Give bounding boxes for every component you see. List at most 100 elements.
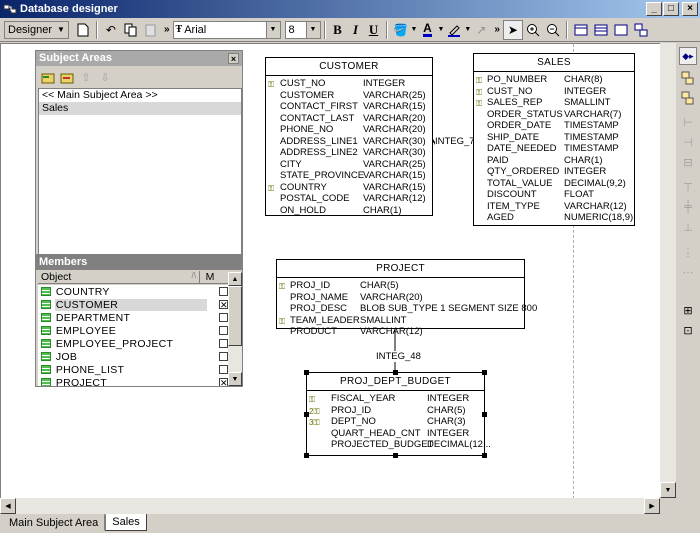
table-row[interactable]: DEPARTMENT bbox=[38, 311, 228, 324]
space-v-button[interactable]: ⋯ bbox=[679, 263, 697, 281]
copy-button[interactable] bbox=[121, 20, 141, 40]
view-mode-button-3[interactable] bbox=[611, 20, 631, 40]
member-checkbox[interactable]: ✕ bbox=[219, 378, 228, 386]
table-row[interactable]: COUNTRY bbox=[38, 285, 228, 298]
subject-areas-list[interactable]: << Main Subject Area >>Sales bbox=[38, 88, 242, 256]
member-checkbox[interactable] bbox=[219, 287, 228, 296]
table-row[interactable]: EMPLOYEE bbox=[38, 324, 228, 337]
undo-button[interactable]: ↶ bbox=[101, 20, 121, 40]
relation-label-integ-48[interactable]: INTEG_48 bbox=[376, 351, 421, 362]
font-size-select[interactable]: 8 ▼ bbox=[284, 20, 321, 39]
align-middle-button[interactable]: ╪ bbox=[679, 198, 697, 216]
toolbar-overflow-icon[interactable]: » bbox=[494, 24, 500, 35]
space-h-button[interactable]: ⋮ bbox=[679, 243, 697, 261]
align-right-button[interactable]: ⊟ bbox=[679, 153, 697, 171]
resize-handle-n[interactable] bbox=[393, 370, 398, 375]
scroll-up-button[interactable]: ▲ bbox=[228, 272, 242, 286]
member-checkbox[interactable] bbox=[219, 339, 228, 348]
minimize-button[interactable]: _ bbox=[646, 2, 662, 16]
scroll-left-button[interactable]: ◀ bbox=[0, 498, 16, 514]
align-top-button[interactable]: ⊤ bbox=[679, 178, 697, 196]
font-color-button[interactable]: A bbox=[417, 20, 437, 40]
new-document-button[interactable] bbox=[73, 20, 93, 40]
align-left-button[interactable]: ⊢ bbox=[679, 113, 697, 131]
table-row[interactable]: JOB bbox=[38, 350, 228, 363]
view-mode-button-1[interactable] bbox=[571, 20, 591, 40]
zoom-out-button[interactable] bbox=[543, 20, 563, 40]
tab-sales[interactable]: Sales bbox=[105, 514, 147, 531]
resize-handle-sw[interactable] bbox=[304, 453, 309, 458]
subject-areas-title-bar[interactable]: Subject Areas × bbox=[36, 51, 242, 66]
member-checkbox[interactable] bbox=[219, 365, 228, 374]
scroll-right-button[interactable]: ▶ bbox=[644, 498, 660, 514]
align-button-2[interactable] bbox=[679, 89, 697, 107]
table-row[interactable]: PROJECT✕ bbox=[38, 376, 228, 386]
underline-button[interactable]: U bbox=[368, 21, 379, 37]
grid-button[interactable]: ⊞ bbox=[679, 301, 697, 319]
members-title-bar[interactable]: Members bbox=[36, 255, 242, 270]
link-tool-button[interactable]: ↗ bbox=[471, 20, 491, 40]
close-panel-button[interactable]: × bbox=[228, 53, 239, 64]
scroll-down-button[interactable]: ▼ bbox=[660, 482, 676, 498]
table-row[interactable]: PHONE_LIST bbox=[38, 363, 228, 376]
view-mode-button-4[interactable] bbox=[631, 20, 651, 40]
resize-handle-se[interactable] bbox=[482, 453, 487, 458]
move-down-button[interactable]: ⇩ bbox=[97, 69, 113, 85]
zoom-in-button[interactable] bbox=[523, 20, 543, 40]
chevron-down-icon[interactable]: ▼ bbox=[437, 26, 445, 33]
chevron-down-icon[interactable]: ▼ bbox=[410, 26, 418, 33]
list-item[interactable]: << Main Subject Area >> bbox=[42, 89, 158, 101]
scroll-down-button[interactable]: ▼ bbox=[228, 372, 242, 386]
tab-main-subject-area[interactable]: Main Subject Area bbox=[2, 514, 106, 531]
resize-grip[interactable] bbox=[660, 498, 676, 514]
resize-handle-e[interactable] bbox=[482, 412, 487, 417]
member-checkbox[interactable] bbox=[219, 352, 228, 361]
fit-button[interactable]: ⊡ bbox=[679, 321, 697, 339]
resize-handle-ne[interactable] bbox=[482, 370, 487, 375]
table-row[interactable]: CUSTOMER✕ bbox=[38, 298, 228, 311]
paste-button[interactable] bbox=[141, 20, 161, 40]
designer-dropdown[interactable]: Designer ▼ bbox=[4, 20, 69, 39]
member-checkbox[interactable] bbox=[219, 313, 228, 322]
align-bottom-button[interactable]: ⊥ bbox=[679, 218, 697, 236]
maximize-button[interactable]: □ bbox=[663, 2, 679, 16]
line-color-button[interactable] bbox=[444, 20, 464, 40]
edit-subject-area-button[interactable] bbox=[59, 69, 75, 85]
scroll-thumb[interactable] bbox=[228, 286, 242, 346]
align-center-button[interactable]: ⊣ bbox=[679, 133, 697, 151]
font-name-select[interactable]: Ŧ Arial ▼ bbox=[172, 20, 281, 39]
bold-button[interactable]: B bbox=[333, 21, 342, 37]
